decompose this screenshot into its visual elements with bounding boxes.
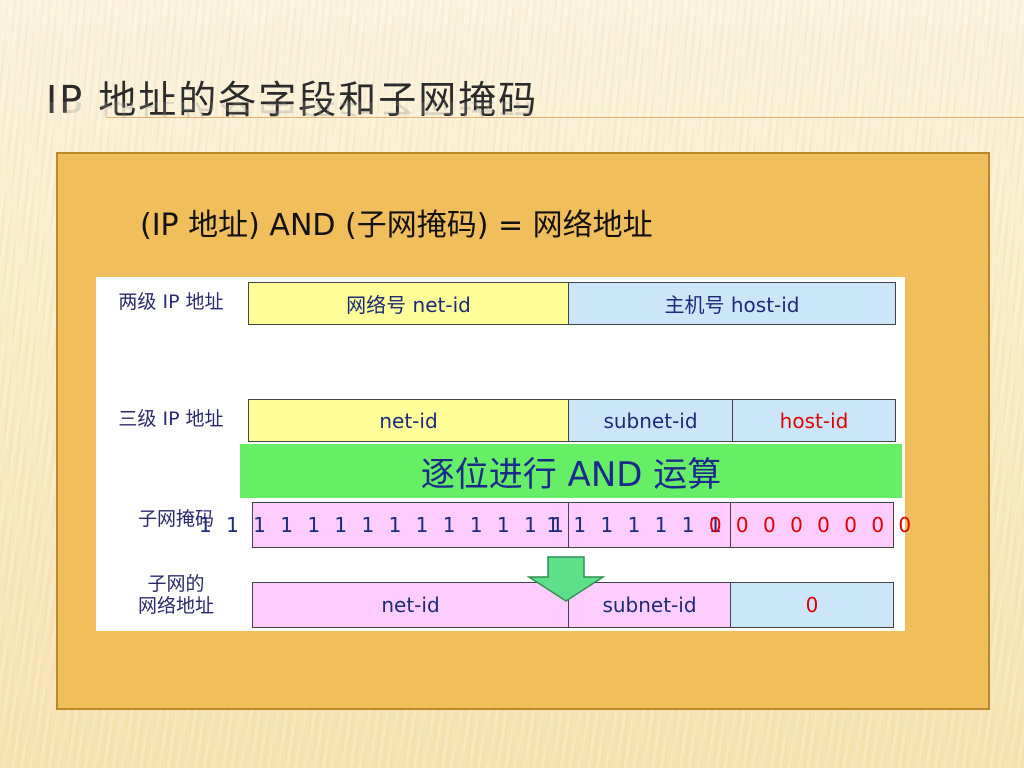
- subnet-mask-label: 子网掩码: [137, 508, 214, 530]
- and-formula: (IP 地址) AND (子网掩码) = 网络地址: [140, 208, 653, 243]
- three-level-net-id-cell: net-id: [248, 399, 569, 442]
- subnet-mask-diagram: 两级 IP 地址 网络号 net-id 主机号 host-id 三级 IP 地址…: [96, 277, 911, 631]
- and-operation-band: 逐位进行 AND 运算: [240, 444, 902, 498]
- mask-host-bits-cell: 0 0 0 0 0 0 0 0: [709, 502, 911, 548]
- down-arrow-icon: [526, 556, 606, 602]
- subnet-address-label: 子网的 网络地址: [116, 573, 236, 617]
- mask-subnet-bits-cell: 1 1 1 1 1 1 1 1: [546, 502, 749, 548]
- result-net-id-cell: net-id: [252, 582, 569, 628]
- three-level-ip-label: 三级 IP 地址: [118, 408, 224, 430]
- two-level-host-id-cell: 主机号 host-id: [568, 282, 896, 325]
- two-level-net-id-cell: 网络号 net-id: [248, 282, 569, 325]
- slide-title: IP 地址的各字段和子网掩码: [46, 78, 539, 122]
- slide-title-reflection: IP 地址的各字段和子网掩码: [46, 102, 538, 124]
- subnet-address-label-line2: 网络地址: [137, 595, 214, 617]
- title-underline: [106, 117, 1024, 118]
- three-level-host-id-cell: host-id: [732, 399, 896, 442]
- subnet-address-label-line1: 子网的: [147, 573, 205, 595]
- result-host-cell: 0: [730, 582, 894, 628]
- two-level-ip-label: 两级 IP 地址: [118, 291, 224, 313]
- slide-title-area: IP 地址的各字段和子网掩码 IP 地址的各字段和子网掩码: [46, 74, 1006, 126]
- mask-net-bits-cell: 1 1 1 1 1 1 1 1 1 1 1 1 1 1 1 1: [199, 502, 618, 548]
- three-level-subnet-id-cell: subnet-id: [568, 399, 733, 442]
